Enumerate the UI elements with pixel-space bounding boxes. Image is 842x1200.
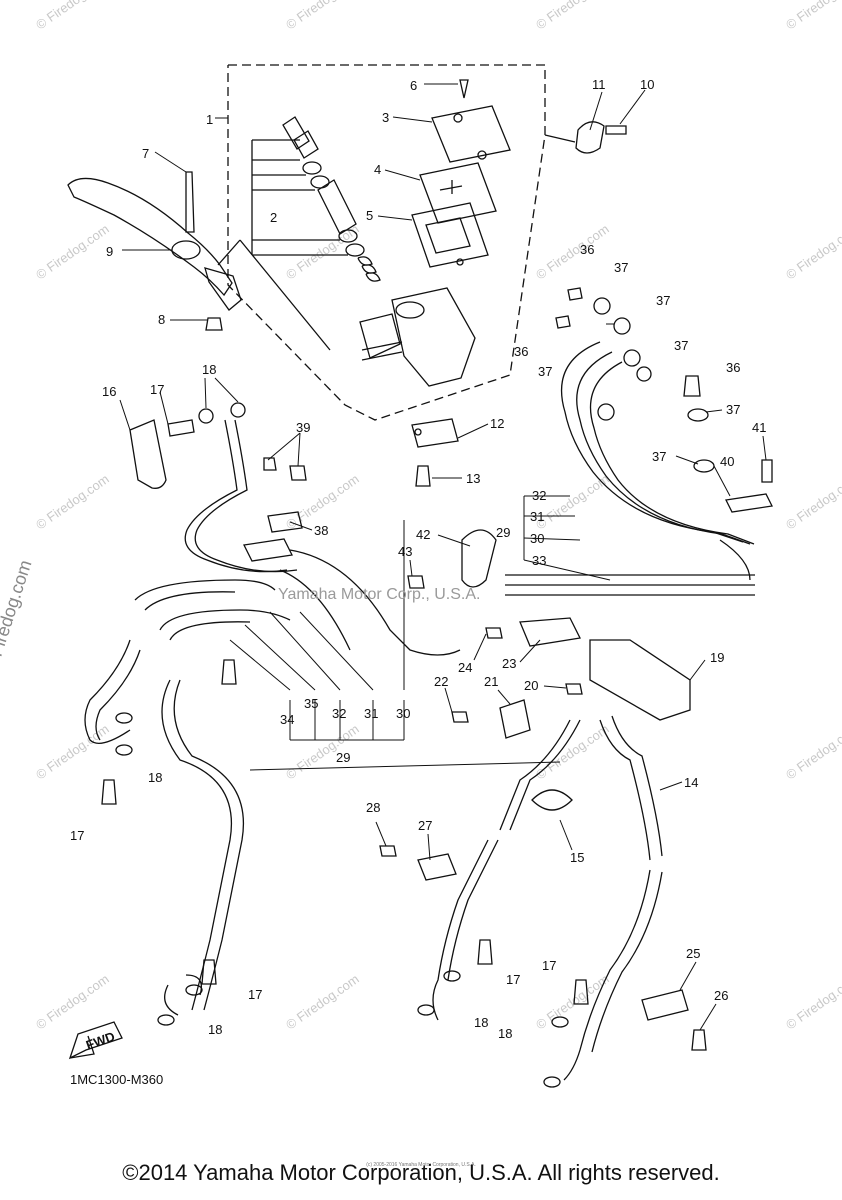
callout-31-right: 31 <box>530 509 544 524</box>
brake-light-switch <box>411 418 459 487</box>
watermark-text-1: © Firedog.com <box>283 0 362 32</box>
callout-37-e: 37 <box>726 402 740 417</box>
part-callouts: 1 2 3 4 5 6 7 8 9 10 11 12 13 14 15 16 1… <box>70 77 766 1041</box>
callout-39: 39 <box>296 420 310 435</box>
callout-37-b: 37 <box>656 293 670 308</box>
watermark-text-2: © Firedog.com <box>533 0 612 32</box>
callout-37-d: 37 <box>538 364 552 379</box>
brake-hoses-right <box>379 715 707 1088</box>
brake-pipes-right <box>505 287 773 596</box>
callout-40: 40 <box>720 454 734 469</box>
callout-6: 6 <box>410 78 417 93</box>
watermark-text-7: © Firedog.com <box>783 221 842 282</box>
handlebar-clamp <box>544 121 627 154</box>
callout-18-bottom-left: 18 <box>208 1022 222 1037</box>
callout-10: 10 <box>640 77 654 92</box>
callout-29-bottom: 29 <box>336 750 350 765</box>
dashed-group-outline <box>227 64 546 421</box>
watermark-text-15: © Firedog.com <box>783 721 842 782</box>
callout-17-bottom-left: 17 <box>248 987 262 1002</box>
callout-42: 42 <box>416 527 430 542</box>
center-brackets <box>263 457 691 739</box>
callout-17-bottom-right: 17 <box>542 958 556 973</box>
callout-41: 41 <box>752 420 766 435</box>
callout-37-c: 37 <box>674 338 688 353</box>
callout-17-left: 17 <box>70 828 84 843</box>
callout-7: 7 <box>142 146 149 161</box>
watermark-text-3: © Firedog.com <box>783 0 842 32</box>
callout-19: 19 <box>710 650 724 665</box>
brake-hoses-left <box>84 402 461 1026</box>
callout-11: 11 <box>592 77 606 92</box>
callout-14: 14 <box>684 775 698 790</box>
callout-37-f: 37 <box>652 449 666 464</box>
callout-17-top: 17 <box>150 382 164 397</box>
callout-18-bottom-right: 18 <box>498 1026 512 1041</box>
watermark-text-11: © Firedog.com <box>783 471 842 532</box>
callout-15: 15 <box>570 850 584 865</box>
tiny-credit: (c) 2005-2016 Yamaha Motor Corporation, … <box>366 1162 476 1168</box>
callout-23: 23 <box>502 656 516 671</box>
callout-43: 43 <box>398 544 412 559</box>
callout-8: 8 <box>158 312 165 327</box>
callout-28: 28 <box>366 800 380 815</box>
callout-35: 35 <box>304 696 318 711</box>
callout-5: 5 <box>366 208 373 223</box>
callout-36-right: 36 <box>726 360 740 375</box>
callout-2: 2 <box>270 210 277 225</box>
callout-38: 38 <box>314 523 328 538</box>
watermark-text-0: © Firedog.com <box>33 0 112 32</box>
watermark-text-12: © Firedog.com <box>33 721 112 782</box>
watermark-text-8: © Firedog.com <box>33 471 112 532</box>
callout-26: 26 <box>714 988 728 1003</box>
watermark-text-19: © Firedog.com <box>783 971 842 1032</box>
master-cylinder-group <box>227 64 546 487</box>
callout-37-a: 37 <box>614 260 628 275</box>
callout-13: 13 <box>466 471 480 486</box>
watermark-text-14: © Firedog.com <box>533 721 612 782</box>
fwd-arrow-icon: FWD <box>68 1021 123 1060</box>
callout-27: 27 <box>418 818 432 833</box>
watermark-text-17: © Firedog.com <box>283 971 362 1032</box>
callout-30-right: 30 <box>530 531 544 546</box>
leader-lines <box>119 83 767 1031</box>
callout-34: 34 <box>280 712 294 727</box>
master-cylinder-body <box>359 287 476 387</box>
callout-16: 16 <box>102 384 116 399</box>
callout-29-right: 29 <box>496 525 510 540</box>
brake-master-cylinder-diagram: © Firedog.com © Firedog.com © Firedog.com ©… <box>33 0 842 1088</box>
watermark-text-4: © Firedog.com <box>33 221 112 282</box>
callout-18-bottom-center: 18 <box>474 1015 488 1030</box>
callout-3: 3 <box>382 110 389 125</box>
callout-1: 1 <box>206 112 213 127</box>
callout-32-bottom: 32 <box>332 706 346 721</box>
callout-33: 33 <box>532 553 546 568</box>
center-watermark: Yamaha Motor Corp., U.S.A. <box>278 586 481 603</box>
callout-20: 20 <box>524 678 538 693</box>
callout-36-left: 36 <box>514 344 528 359</box>
callout-21: 21 <box>484 674 498 689</box>
callout-18-left: 18 <box>148 770 162 785</box>
callout-4: 4 <box>374 162 381 177</box>
copyright-notice: ©2014 Yamaha Motor Corporation, U.S.A. A… <box>122 1160 720 1185</box>
callout-24: 24 <box>458 660 472 675</box>
reservoir-cap-stack <box>411 79 511 268</box>
callout-17-bottom-center: 17 <box>506 972 520 987</box>
callout-36-top: 36 <box>580 242 594 257</box>
callout-18-top: 18 <box>202 362 216 377</box>
watermark-text-6: © Firedog.com <box>533 221 612 282</box>
callout-32-right: 32 <box>532 488 546 503</box>
watermark-text-16: © Firedog.com <box>33 971 112 1032</box>
callout-31-bottom: 31 <box>364 706 378 721</box>
callout-9: 9 <box>106 244 113 259</box>
brake-lever <box>67 171 331 351</box>
piston-assembly <box>251 116 381 282</box>
callout-12: 12 <box>490 416 504 431</box>
callout-30-bottom: 30 <box>396 706 410 721</box>
diagram-code: 1MC1300-M360 <box>70 1072 164 1087</box>
callout-25: 25 <box>686 946 700 961</box>
callout-22: 22 <box>434 674 448 689</box>
